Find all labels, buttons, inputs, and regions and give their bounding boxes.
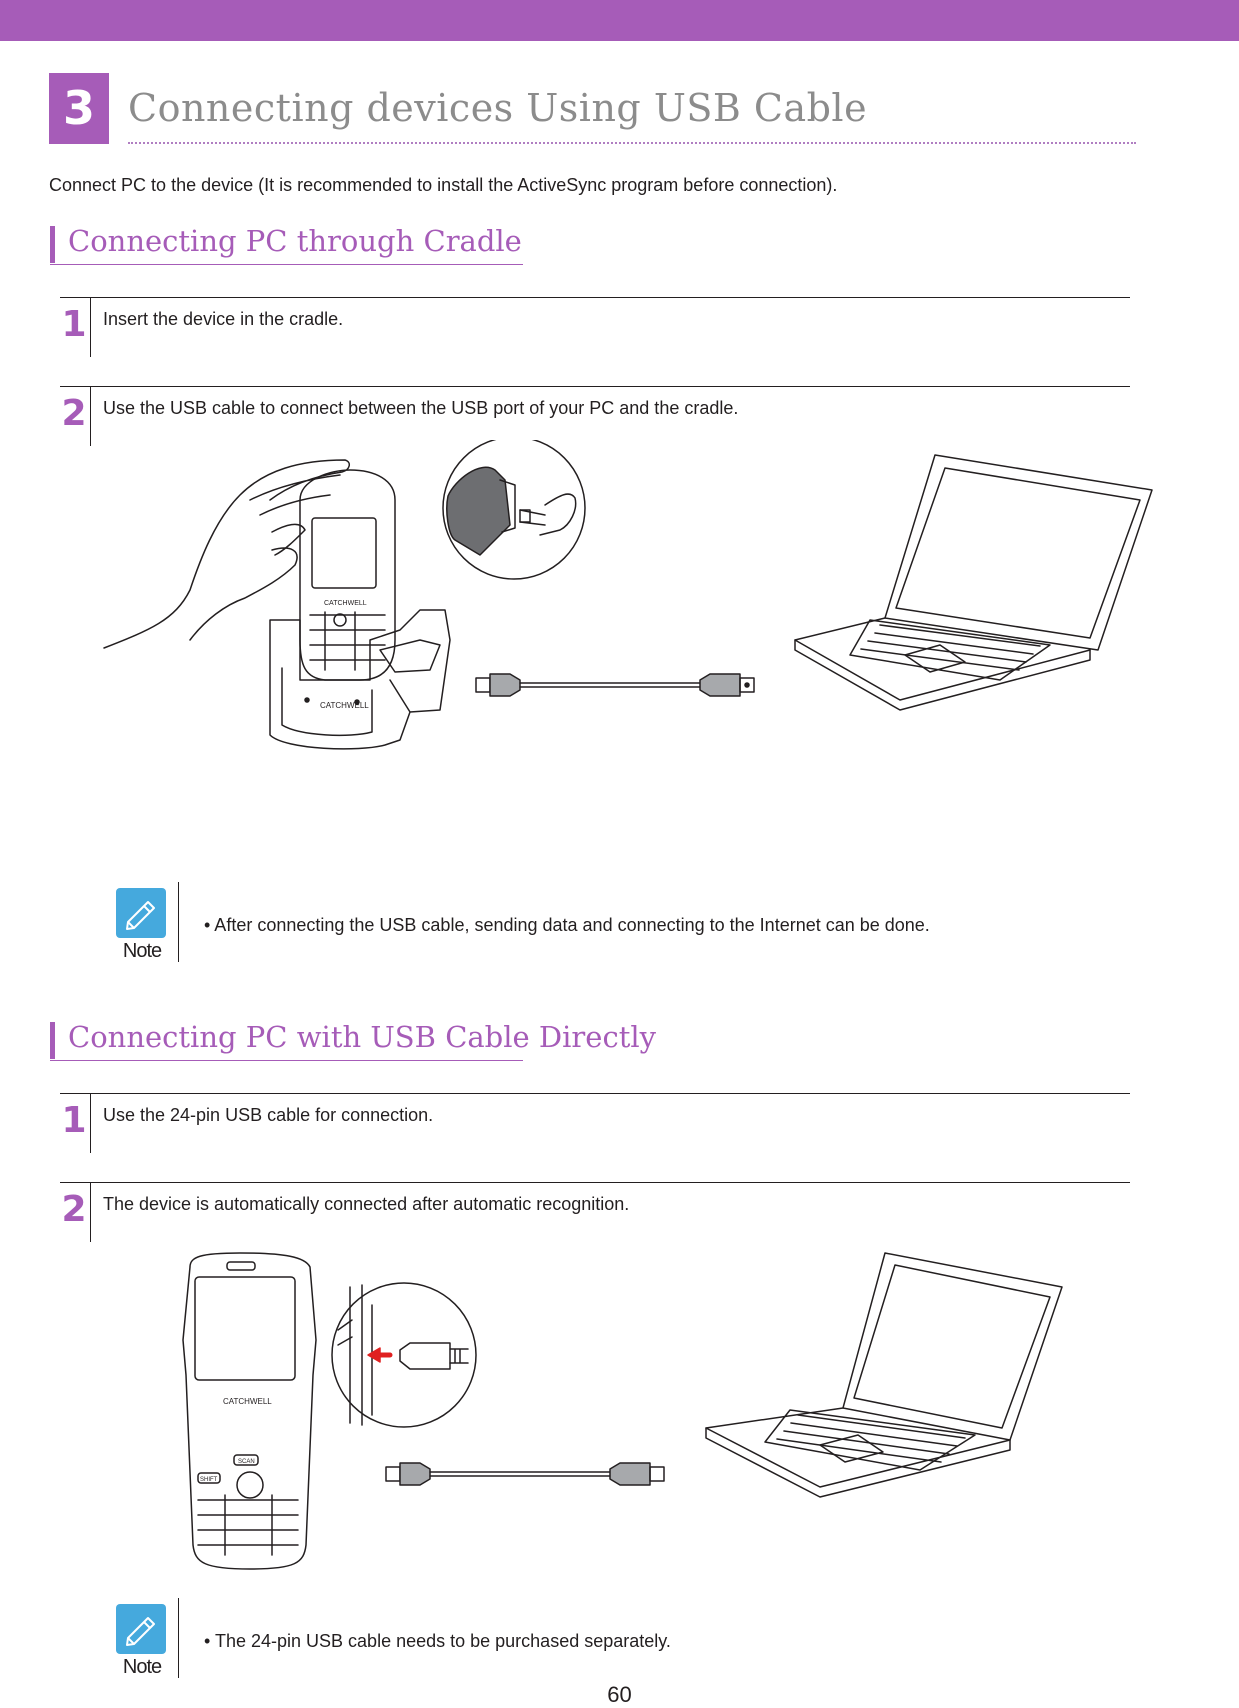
step-text: Insert the device in the cradle. — [103, 309, 344, 329]
note-label: Note — [122, 1656, 162, 1678]
cradle-connection-illustration: CATCHWELL CATCHWELL — [103, 440, 1153, 750]
step-text: The device is automatically connected af… — [103, 1194, 630, 1214]
note-block-direct: Note • The 24-pin USB cable needs to be … — [114, 1598, 1074, 1678]
step-2-cradle: 2 Use the USB cable to connect between t… — [60, 386, 1130, 448]
hand-drawing — [103, 459, 350, 649]
step-text: Use the 24-pin USB cable for connection. — [103, 1105, 434, 1125]
step-number: 2 — [61, 1189, 87, 1230]
laptop-drawing — [705, 1252, 1063, 1498]
step-number: 1 — [61, 1100, 87, 1141]
note-text: • After connecting the USB cable, sendin… — [204, 915, 930, 935]
step-1-cradle: 1 Insert the device in the cradle. — [60, 297, 1130, 359]
heading-accent-bar — [50, 1022, 55, 1059]
heading-accent-bar — [50, 226, 55, 263]
note-text: • The 24-pin USB cable needs to be purch… — [204, 1631, 671, 1651]
note-label: Note — [122, 940, 162, 962]
step-1-direct: 1 Use the 24-pin USB cable for connectio… — [60, 1093, 1130, 1155]
insert-direction-arrow — [367, 1347, 381, 1363]
section-title: Connecting devices Using USB Cable — [128, 86, 868, 130]
heading-text: Connecting PC with USB Cable Directly — [68, 1020, 657, 1054]
intro-text: Connect PC to the device (It is recommen… — [49, 175, 838, 195]
usb-24pin-inset — [331, 1282, 477, 1428]
direct-connection-illustration: CATCHWELL SCAN SHIFT — [182, 1252, 1063, 1570]
device-brand-label: CATCHWELL — [324, 600, 367, 607]
usb-cable — [385, 1462, 665, 1486]
heading-text: Connecting PC through Cradle — [68, 224, 522, 258]
heading-underline — [50, 1060, 523, 1061]
pencil-note-icon — [116, 1604, 166, 1654]
laptop-drawing — [794, 454, 1153, 711]
step-2-direct: 2 The device is automatically connected … — [60, 1182, 1130, 1244]
usb-cable — [475, 673, 755, 697]
cradle-brand-label: CATCHWELL — [320, 701, 369, 710]
scan-key-label: SCAN — [238, 1459, 255, 1465]
heading-underline — [50, 264, 523, 265]
step-text: Use the USB cable to connect between the… — [103, 398, 739, 418]
step-number: 1 — [61, 304, 87, 345]
shift-key-label: SHIFT — [200, 1477, 218, 1483]
usb-port-inset — [442, 440, 586, 580]
header-band — [0, 0, 1239, 41]
note-block-cradle: Note • After connecting the USB cable, s… — [114, 882, 1074, 962]
page-number: 60 — [607, 1682, 632, 1707]
device-brand-label: CATCHWELL — [223, 1397, 272, 1406]
step-number: 2 — [61, 393, 87, 434]
handheld-device-drawing: CATCHWELL — [299, 469, 396, 681]
section-number-badge: 3 — [49, 73, 109, 144]
handheld-device-drawing: CATCHWELL SCAN SHIFT — [182, 1252, 317, 1570]
section-title-rule — [128, 142, 1136, 144]
pencil-note-icon — [116, 888, 166, 938]
cradle-drawing: CATCHWELL — [269, 609, 451, 750]
